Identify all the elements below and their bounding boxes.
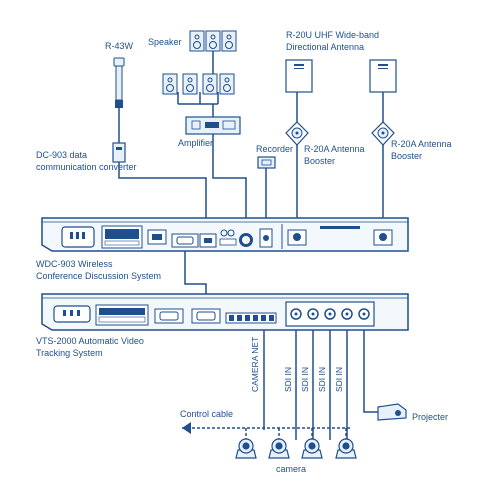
booster1-label-line2: Booster — [304, 156, 335, 166]
speaker-label: Speaker — [148, 37, 182, 47]
amplifier-label: Amplifier — [178, 138, 213, 148]
speaker-icon — [219, 73, 235, 95]
antenna-right — [369, 59, 397, 93]
amplifier-unit — [185, 116, 241, 135]
speaker-icon — [202, 73, 218, 95]
vts-label-line2: Tracking System — [36, 348, 103, 358]
r43w-label: R-43W — [105, 41, 134, 51]
camera-label: camera — [276, 464, 306, 474]
dc903-label-line1: DC-903 data — [36, 150, 87, 160]
wdc-label-line2: Conference Discussion System — [36, 271, 161, 281]
sdi-label-2: SDI IN — [300, 367, 310, 392]
connection-lines — [118, 51, 384, 440]
speaker-group — [162, 30, 237, 95]
booster1-label-line1: R-20A Antenna — [304, 144, 365, 154]
sdi-label-3: SDI IN — [317, 367, 327, 392]
antenna-left — [285, 59, 313, 93]
speaker-icon — [162, 73, 178, 95]
antenna-label-line2: Directional Antenna — [286, 42, 364, 52]
dc903-converter — [112, 142, 126, 163]
vts2000-unit — [41, 293, 409, 331]
camera-net-label: CAMERA NET — [250, 337, 260, 392]
projector-icon — [377, 403, 407, 421]
camera-drop-lines — [245, 428, 347, 440]
speaker-icon — [182, 73, 198, 95]
camera-icon — [301, 438, 323, 459]
camera-icon — [235, 438, 257, 459]
sdi-label-4: SDI IN — [334, 367, 344, 392]
booster2-label-line2: Booster — [391, 151, 422, 161]
camera-icon — [268, 438, 290, 459]
speaker-icon — [205, 30, 221, 52]
booster-right — [371, 121, 395, 146]
camera-row — [235, 438, 357, 459]
camera-icon — [335, 438, 357, 459]
control-cable-label: Control cable — [180, 409, 233, 419]
recorder-label: Recorder — [256, 144, 293, 154]
dc903-label-line2: communication converter — [36, 162, 137, 172]
wdc903-unit — [41, 217, 409, 252]
wdc-label-line1: WDC-903 Wireless — [36, 259, 113, 269]
booster-left — [285, 121, 309, 146]
r43w-microphone — [113, 57, 125, 108]
booster2-label-line1: R-20A Antenna — [391, 139, 452, 149]
antenna-label-line1: R-20U UHF Wide-band — [286, 30, 379, 40]
sdi-label-1: SDI IN — [283, 367, 293, 392]
vts-label-line1: VTS-2000 Automatic Video — [36, 336, 144, 346]
speaker-icon — [189, 30, 205, 52]
projector-label: Projecter — [412, 412, 448, 422]
speaker-icon — [221, 30, 237, 52]
recorder-unit — [257, 156, 276, 169]
